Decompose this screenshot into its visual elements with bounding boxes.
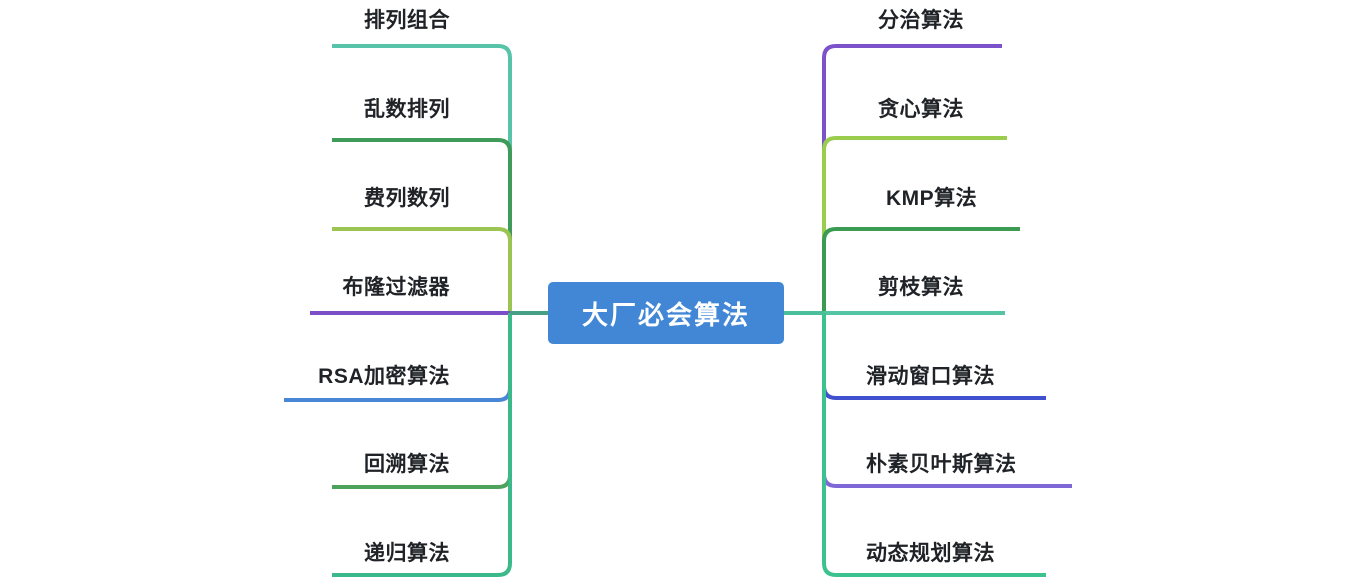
left-branch-label-3[interactable]: 布隆过滤器 (342, 276, 450, 299)
left-branch-line-0 (332, 44, 512, 313)
right-branch-line-2 (822, 227, 1020, 313)
left-branch-line-1 (332, 138, 512, 313)
right-branch-label-4[interactable]: 滑动窗口算法 (866, 365, 995, 388)
central-topic-label: 大厂必会算法 (581, 299, 750, 330)
right-branch-label-0[interactable]: 分治算法 (878, 9, 964, 32)
left-branch-label-6[interactable]: 递归算法 (364, 542, 450, 565)
left-branch-line-6 (332, 313, 512, 577)
right-branch-line-1 (822, 136, 1007, 313)
left-branch-label-4[interactable]: RSA加密算法 (318, 365, 450, 388)
left-branch-label-5[interactable]: 回溯算法 (364, 453, 450, 476)
right-branch-line-6 (822, 313, 1046, 577)
right-branch-label-6[interactable]: 动态规划算法 (866, 542, 995, 565)
right-branch-label-1[interactable]: 贪心算法 (878, 98, 964, 121)
right-branch-label-5[interactable]: 朴素贝叶斯算法 (866, 453, 1017, 476)
right-branch-label-2[interactable]: KMP算法 (886, 187, 978, 210)
central-topic-node[interactable]: 大厂必会算法 (548, 282, 784, 344)
left-branch-label-1[interactable]: 乱数排列 (364, 98, 450, 121)
left-branch-label-2[interactable]: 费列数列 (364, 187, 450, 210)
right-branch-line-0 (822, 44, 1002, 313)
left-branch-label-0[interactable]: 排列组合 (364, 9, 450, 32)
left-branch-line-2 (332, 227, 512, 313)
right-branch-label-3[interactable]: 剪枝算法 (878, 276, 964, 299)
